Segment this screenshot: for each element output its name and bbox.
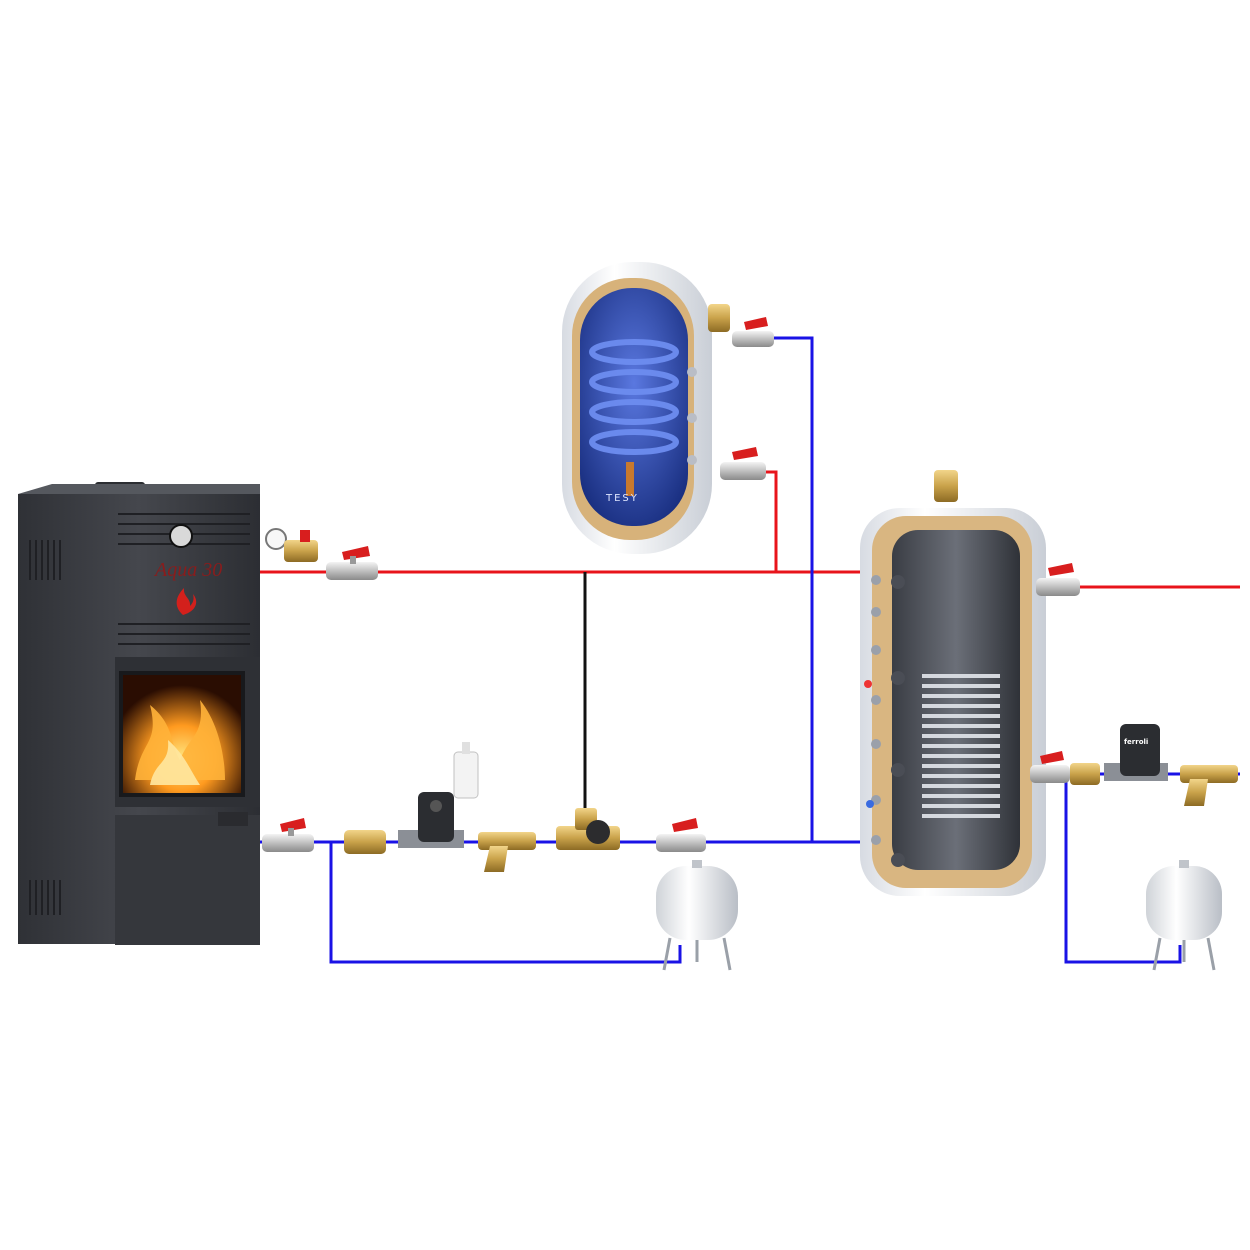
ball-valve-stove-supply bbox=[326, 546, 378, 580]
flame-logo-icon bbox=[176, 588, 197, 615]
expansion-vessel-left bbox=[656, 860, 738, 971]
pump-brand-label: ferroli bbox=[1124, 738, 1148, 746]
stove-vent-lines bbox=[29, 513, 250, 915]
check-valve bbox=[344, 830, 386, 854]
electric-water-heater: TESY bbox=[562, 262, 712, 554]
expansion-vessel-right bbox=[1146, 860, 1222, 971]
circulation-pump-left bbox=[398, 792, 464, 848]
expansion-loop-right bbox=[1064, 774, 1182, 964]
ball-valve-stove-return bbox=[262, 818, 314, 852]
hot-pipe-to-heater-coil bbox=[754, 470, 778, 572]
solid-fuel-stove: Aqua 30 bbox=[18, 482, 260, 945]
heater-coil bbox=[589, 339, 679, 455]
ball-valve-buffer-return bbox=[656, 818, 706, 852]
buffer-outlet-fittings bbox=[1030, 563, 1100, 785]
buffer-coil bbox=[922, 674, 1000, 818]
buffer-tank bbox=[860, 508, 1046, 896]
heater-brand-label: TESY bbox=[605, 493, 639, 504]
y-strainer-right bbox=[1180, 765, 1238, 806]
expansion-loop-left bbox=[329, 842, 682, 964]
three-way-mixing-valve bbox=[556, 808, 620, 850]
heater-top-fittings bbox=[708, 304, 774, 480]
thermometer-dial bbox=[169, 524, 193, 548]
stove-model-label: Aqua 30 bbox=[153, 559, 222, 581]
circulation-pump-right: ferroli bbox=[1104, 724, 1168, 781]
pipes bbox=[258, 336, 1240, 964]
buffer-air-vent bbox=[934, 470, 958, 502]
pump-thermostat bbox=[453, 742, 479, 799]
safety-group bbox=[265, 528, 318, 562]
y-strainer-left bbox=[478, 832, 536, 872]
cold-return-vertical bbox=[754, 336, 814, 842]
